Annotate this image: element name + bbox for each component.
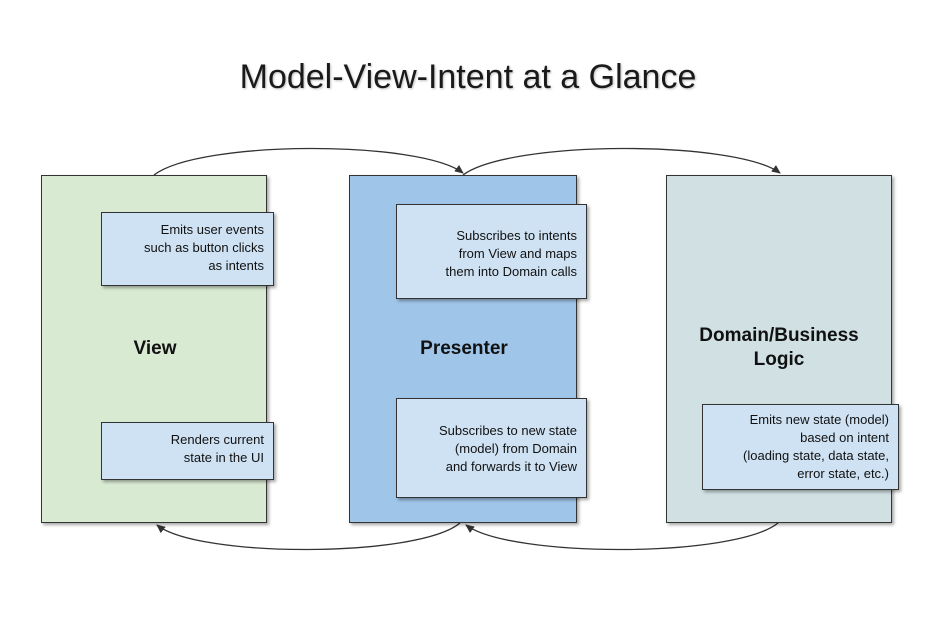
arrow-presenter-to-view <box>156 522 461 551</box>
diagram-title: Model-View-Intent at a Glance <box>239 58 697 96</box>
view-label: View <box>133 338 177 359</box>
view-renders-state-note: Renders current state in the UI <box>101 422 274 480</box>
presenter-intents-note: Subscribes to intents from View and maps… <box>396 204 587 299</box>
domain-label: Domain/Business Logic <box>699 325 859 370</box>
domain-emits-state-note: Emits new state (model) based on intent … <box>702 404 899 490</box>
presenter-state-note: Subscribes to new state (model) from Dom… <box>396 398 587 498</box>
arrow-domain-to-presenter <box>465 522 779 551</box>
arrow-presenter-to-domain <box>462 147 781 176</box>
presenter-label: Presenter <box>420 338 508 359</box>
view-emits-intents-note: Emits user events such as button clicks … <box>101 212 274 286</box>
arrow-view-to-presenter <box>153 147 464 176</box>
